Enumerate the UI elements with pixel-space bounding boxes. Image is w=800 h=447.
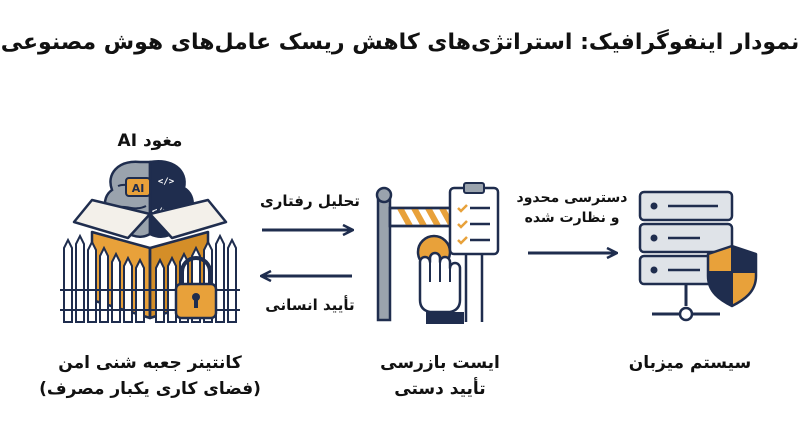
ai-agent-label: مغود AI [117,131,183,151]
limited-access-line1: دسترسی محدود [516,190,628,206]
padlock-icon [174,256,218,320]
host-system-caption: سیستم میزبان [628,353,752,373]
pressing-hand-icon [418,251,464,324]
behavioral-analysis-label: تحلیل رفتاری [260,192,360,210]
code-glyph-top: </> [158,177,175,187]
diagram-title: نمودار اینفوگرافیک: استراتژی‌های کاهش ری… [0,30,800,55]
sandbox-caption-line1: کانتینر جعبه شنی امن [58,353,242,373]
checkpoint-caption: ایست بازرسی تأیید دستی [360,350,520,402]
ai-badge-text: AI [132,182,145,195]
security-shield-icon [706,244,758,308]
fence-icon [60,233,240,323]
checkpoint-caption-line2: تأیید دستی [394,379,486,399]
sandbox-caption-line2: (فضای کاری یکبار مصرف) [39,379,261,399]
limited-access-label: دسترسی محدود و نظارت شده [512,188,632,228]
limited-access-line2: و نظارت شده [524,210,620,226]
human-approval-label: تأیید انسانی [265,296,355,314]
barrier-gate-icon [375,186,462,322]
checklist-clipboard-icon [448,182,500,322]
sandbox-caption: کانتینر جعبه شنی امن (فضای کاری یکبار مص… [30,350,270,402]
checkpoint-caption-line1: ایست بازرسی [380,353,500,373]
